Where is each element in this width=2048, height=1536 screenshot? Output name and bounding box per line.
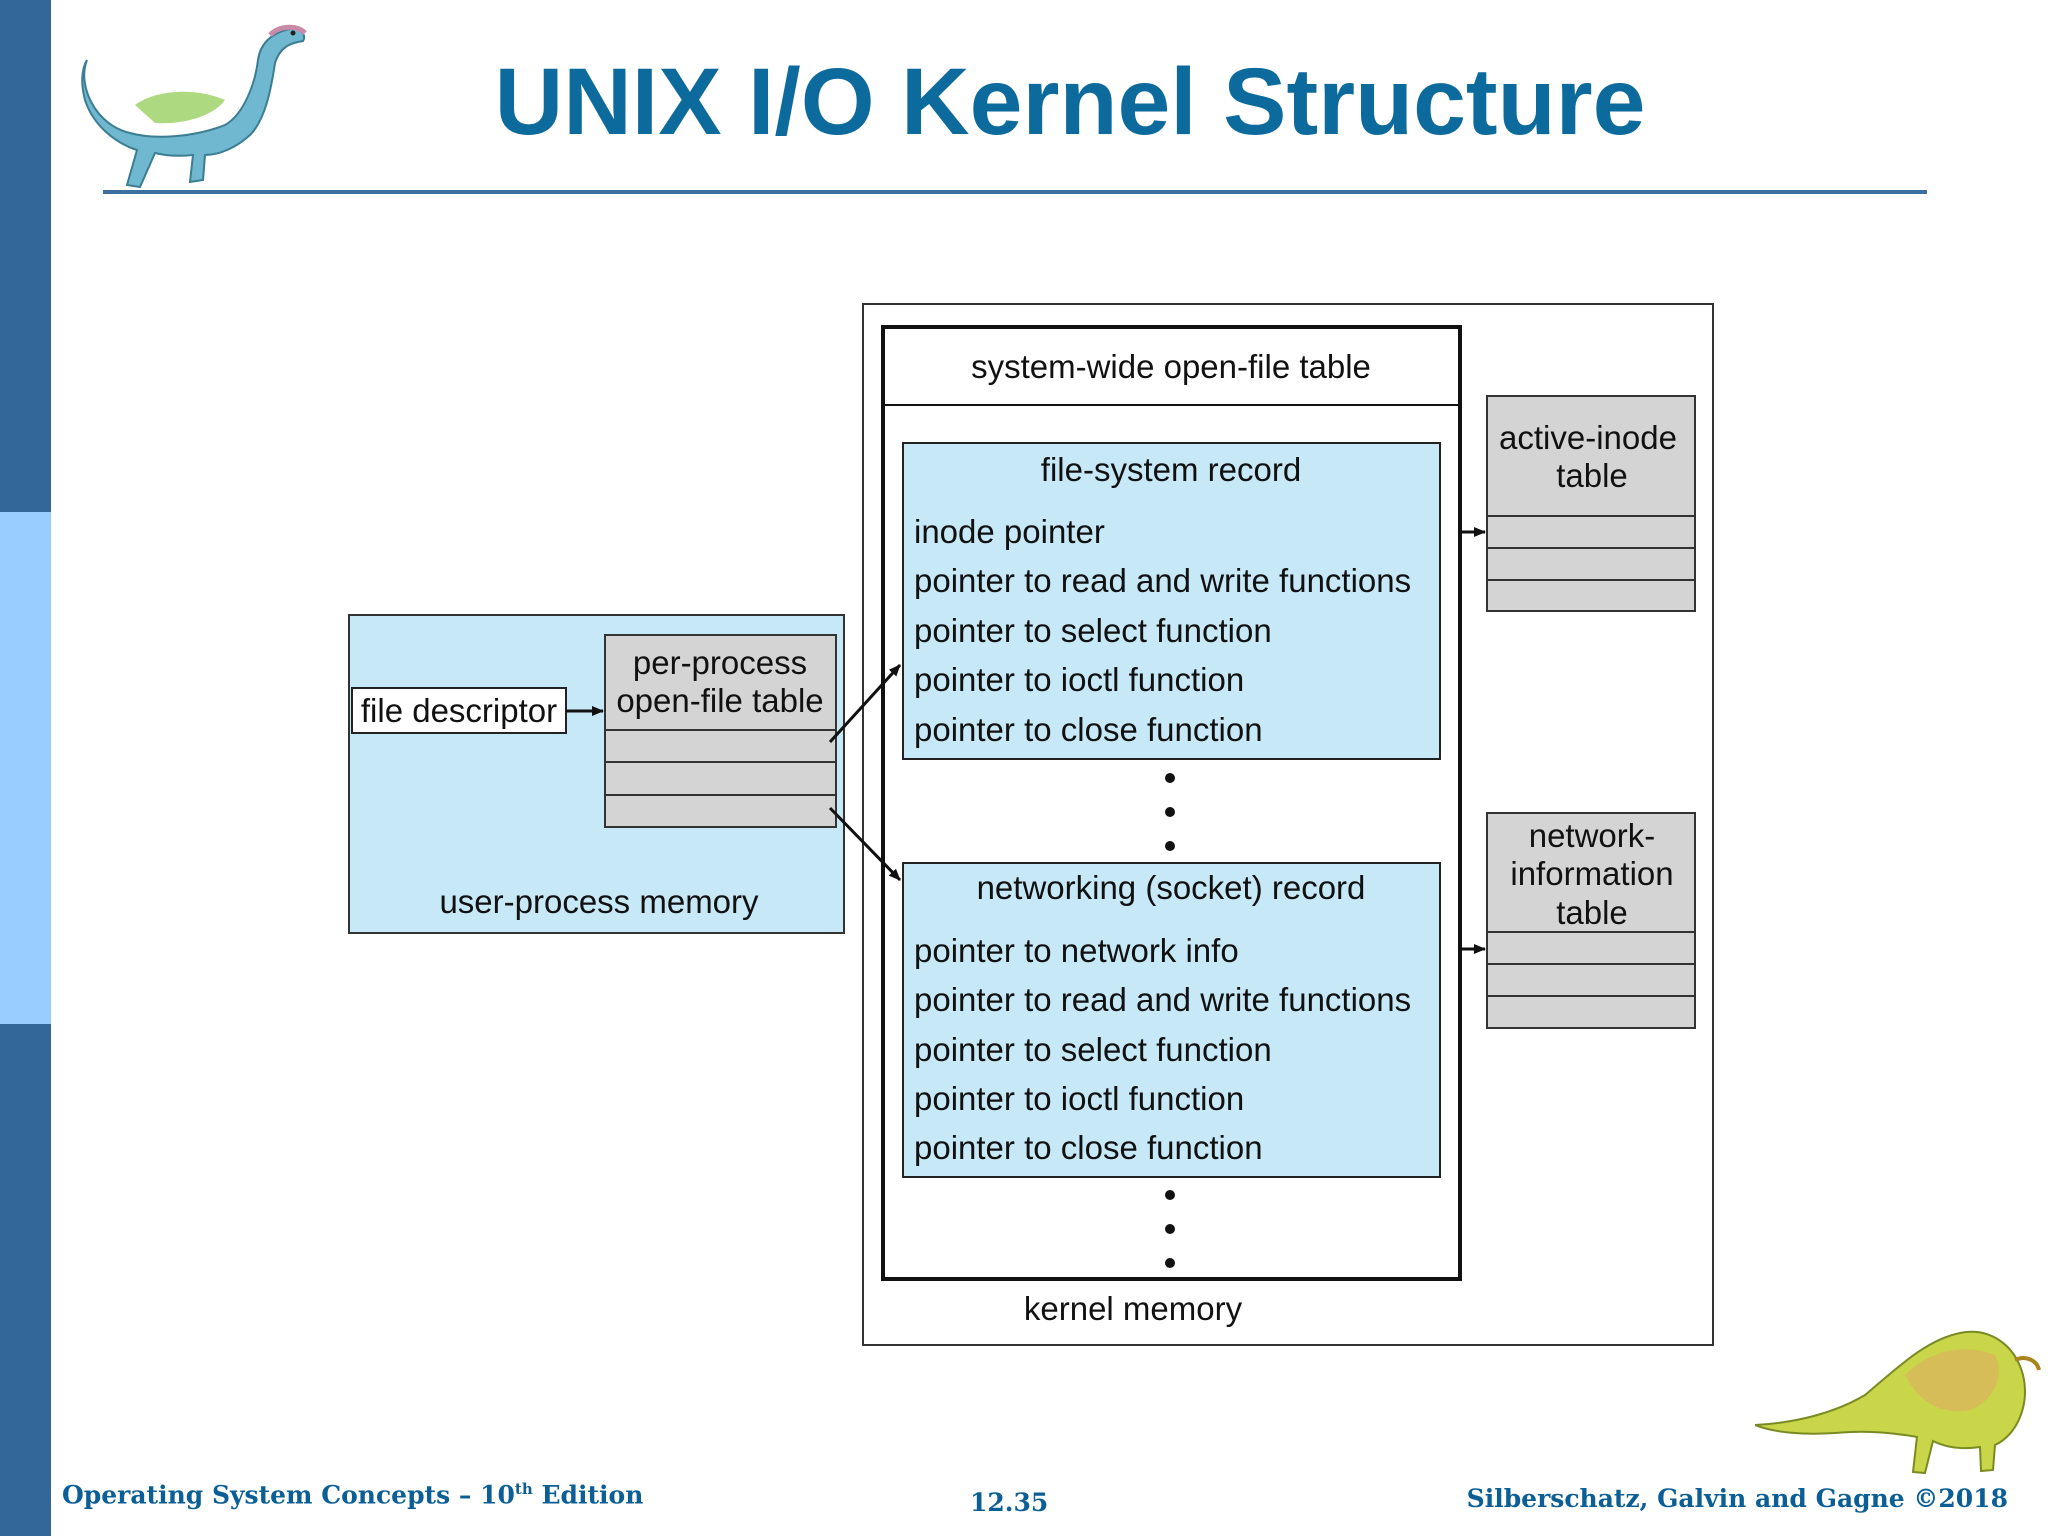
per-process-table-label: open-file table [616, 682, 823, 719]
fs-field: pointer to close function [914, 711, 1263, 748]
sidebar-dark-top [0, 0, 51, 512]
fs-field: pointer to select function [914, 612, 1272, 649]
net-field: pointer to select function [914, 1031, 1272, 1068]
networking-record-title: networking (socket) record [977, 869, 1366, 906]
system-table-header: system-wide open-file table [971, 348, 1371, 385]
file-descriptor-box [351, 687, 567, 734]
dinosaur-logo-bottom-icon [1755, 1330, 2041, 1475]
sidebar-light-middle [0, 512, 51, 1024]
networking-socket-record [902, 862, 1441, 1178]
fs-field: inode pointer [914, 513, 1105, 550]
active-inode-table-label: active-inode [1499, 419, 1677, 456]
network-info-table-label: network- [1529, 817, 1656, 854]
dinosaur-logo-icon [81, 24, 307, 189]
file-system-record [902, 442, 1441, 760]
net-field: pointer to close function [914, 1129, 1263, 1166]
file-system-record-title: file-system record [1041, 451, 1301, 488]
ellipsis-dots-bottom [1165, 1190, 1175, 1268]
file-descriptor-label: file descriptor [361, 692, 557, 729]
slide-title: UNIX I/O Kernel Structure [494, 49, 1646, 155]
arrow-to-networking-record [828, 806, 902, 882]
fs-field: pointer to ioctl function [914, 661, 1244, 698]
fs-field: pointer to read and write functions [914, 562, 1411, 599]
net-field: pointer to ioctl function [914, 1080, 1244, 1117]
sidebar-stripe [0, 0, 51, 1536]
active-inode-table [1486, 395, 1696, 612]
user-process-memory-label: user-process memory [439, 883, 759, 920]
title-underline [103, 190, 1927, 194]
footer-authors: Silberschatz, Galvin and Gagne ©2018 [1466, 1484, 2008, 1513]
network-information-table [1486, 812, 1696, 1029]
kernel-memory-label: kernel memory [1024, 1290, 1243, 1327]
net-field: pointer to network info [914, 932, 1239, 969]
per-process-table-label: per-process [633, 644, 807, 681]
sidebar-dark-bottom [0, 1024, 51, 1536]
network-info-table-label: information [1510, 855, 1673, 892]
arrow-to-file-system-record [828, 663, 902, 744]
ellipsis-dots [1165, 773, 1175, 851]
footer-page-number: 12.35 [970, 1488, 1049, 1517]
network-info-table-label: table [1556, 894, 1628, 931]
footer-book-title: Operating System Concepts – 10th Edition [62, 1480, 644, 1510]
net-field: pointer to read and write functions [914, 981, 1411, 1018]
active-inode-table-label: table [1556, 457, 1628, 494]
